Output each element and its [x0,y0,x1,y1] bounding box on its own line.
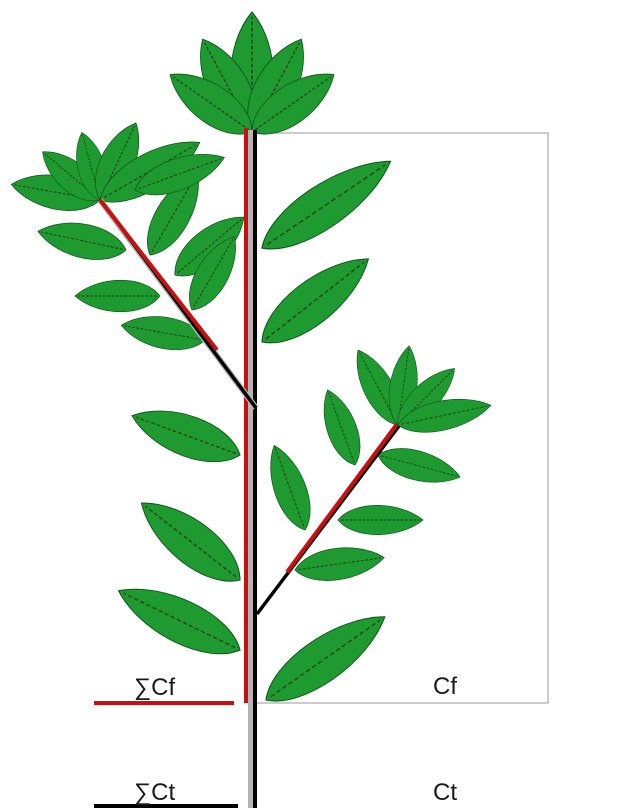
leaf [254,599,397,717]
leaf [338,505,423,534]
leaf [250,144,402,266]
leaf [314,385,369,470]
leaf [125,397,247,474]
leaf [109,572,249,670]
ct-label: Ct [433,779,457,806]
leaf [259,440,319,535]
leaf [75,280,160,312]
leaf [374,441,464,491]
stems [100,128,399,808]
leaf [249,242,382,359]
leaf [119,310,208,356]
leaf [128,486,253,597]
cf-label: Cf [433,673,457,700]
sum-ct-label: ∑Ct [134,779,175,806]
sum-cf-label: ∑Cf [134,674,175,701]
